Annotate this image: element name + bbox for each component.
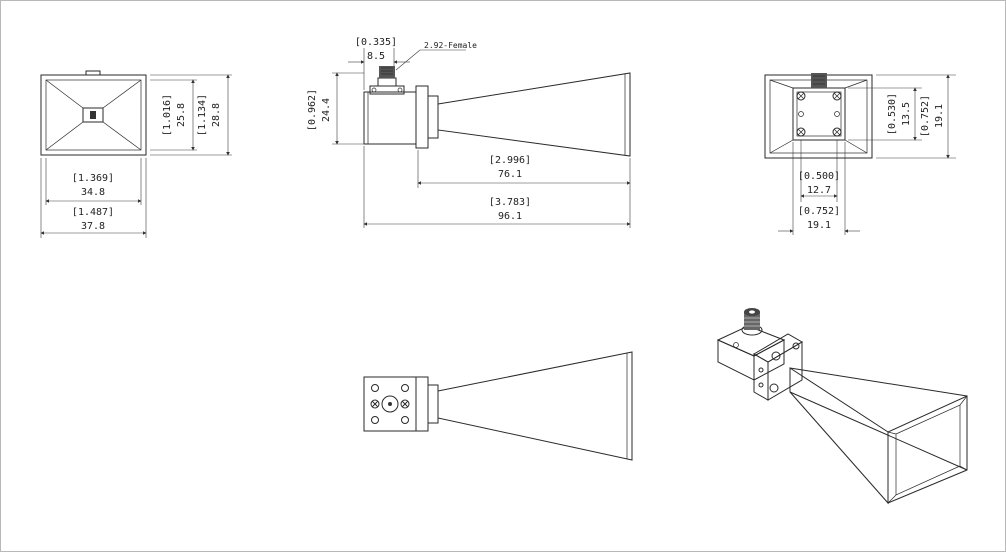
back-view <box>764 73 956 235</box>
front-flange-in: [1.487] <box>72 207 114 218</box>
back-w2-mm: 19.1 <box>807 220 831 231</box>
connector-label: 2.92-Female <box>424 41 477 50</box>
side-height-in: [0.962] <box>307 89 318 131</box>
back-h1-in: [0.530] <box>887 93 898 135</box>
front-h1-mm: 25.8 <box>176 103 187 127</box>
horn-len-in: [2.996] <box>489 155 531 166</box>
side-view <box>332 48 631 228</box>
horn-len-mm: 76.1 <box>498 169 522 180</box>
front-h2-mm: 28.8 <box>211 103 222 127</box>
bottom-view <box>363 351 633 461</box>
back-h2-mm: 19.1 <box>934 104 945 128</box>
back-h1-mm: 13.5 <box>901 102 912 126</box>
front-width-mm: 34.8 <box>81 187 105 198</box>
side-height-mm: 24.4 <box>321 98 332 122</box>
side-conn-in: [0.335] <box>355 37 397 48</box>
side-conn-mm: 8.5 <box>367 51 385 62</box>
isometric-view <box>716 308 968 505</box>
back-h2-in: [0.752] <box>920 95 931 137</box>
back-w1-mm: 12.7 <box>807 185 831 196</box>
total-len-mm: 96.1 <box>498 211 522 222</box>
back-w1-in: [0.500] <box>798 171 840 182</box>
front-flange-mm: 37.8 <box>81 221 105 232</box>
front-view <box>40 70 232 238</box>
front-h1-in: [1.016] <box>162 94 173 136</box>
front-h2-in: [1.134] <box>197 94 208 136</box>
front-width-in: [1.369] <box>72 173 114 184</box>
back-w2-in: [0.752] <box>798 206 840 217</box>
total-len-in: [3.783] <box>489 197 531 208</box>
